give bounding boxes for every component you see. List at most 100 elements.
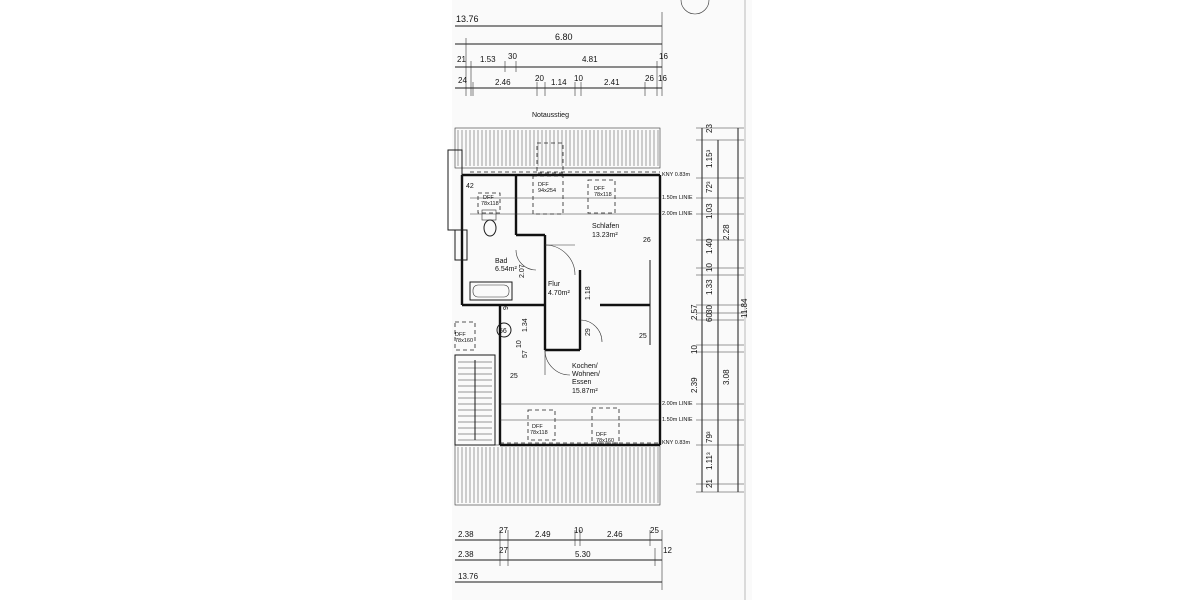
dim-top-r3-4: 10 (574, 74, 583, 83)
svg-text:3.08: 3.08 (722, 369, 731, 385)
svg-text:1.15³: 1.15³ (705, 149, 714, 168)
svg-text:94x254: 94x254 (538, 188, 556, 194)
svg-text:11.84: 11.84 (740, 298, 749, 318)
skylight-94x254 (532, 175, 564, 215)
svg-text:27: 27 (499, 526, 508, 535)
svg-text:1.33: 1.33 (705, 279, 714, 295)
bottom-dimensions (455, 530, 663, 590)
svg-text:13.76: 13.76 (458, 572, 479, 581)
svg-text:2.57: 2.57 (690, 304, 699, 320)
svg-text:10: 10 (690, 345, 699, 354)
room-schlafen-name: Schlafen (592, 223, 619, 230)
room-kochen-line3: Essen (572, 379, 592, 386)
label-notausstieg: Notausstieg (532, 112, 569, 119)
dim-top-total: 13.76 (456, 14, 479, 24)
room-bad-area: 6.54m² (495, 266, 517, 273)
svg-text:2.38: 2.38 (458, 530, 474, 539)
svg-text:1.18: 1.18 (585, 286, 592, 300)
dim-top-r3-3: 1.14 (551, 78, 567, 87)
svg-text:78x118: 78x118 (594, 192, 612, 198)
dim-top-r2-3: 4.81 (582, 55, 598, 64)
svg-text:78x118: 78x118 (481, 201, 499, 207)
svg-text:60: 60 (705, 313, 714, 322)
svg-text:1.03: 1.03 (705, 203, 714, 219)
svg-text:25: 25 (639, 333, 647, 340)
dim-top-r3-0: 24 (458, 76, 467, 85)
svg-text:9: 9 (503, 306, 510, 310)
svg-text:2.28: 2.28 (722, 224, 731, 240)
dim-top-r2-2: 30 (508, 52, 517, 61)
svg-text:26: 26 (643, 237, 651, 244)
room-flur-name: Flur (548, 281, 561, 288)
svg-text:30: 30 (705, 305, 714, 314)
svg-text:78x160: 78x160 (596, 438, 614, 444)
svg-text:25: 25 (650, 526, 659, 535)
svg-text:1.40: 1.40 (705, 238, 714, 254)
svg-text:DFF: DFF (594, 186, 605, 192)
north-arrow-circle (680, 0, 710, 15)
label-150-bottom: 1.50m LINIE (662, 417, 693, 423)
skylights (454, 175, 620, 444)
room-kochen-area: 15.87m² (572, 388, 598, 395)
svg-text:29: 29 (585, 328, 592, 336)
dim-top-r2-0: 21 (457, 55, 466, 64)
marker-56: 56 (499, 328, 507, 335)
svg-text:5.30: 5.30 (575, 550, 591, 559)
svg-text:72³: 72³ (705, 181, 714, 193)
marker-56-circle (496, 322, 512, 338)
room-flur-area: 4.70m² (548, 290, 570, 297)
roof-eave-top (454, 127, 661, 169)
room-labels: Schlafen 13.23m² Flur 4.70m² Bad 6.54m² … (495, 223, 619, 395)
label-200-bottom: 2.00m LINIE (662, 401, 693, 407)
interior-dimensions: 26 25 25 1.18 29 2.07 1.34 57 42 10 9 (466, 183, 651, 380)
dim-top-r2-4: 16 (659, 52, 668, 61)
label-kny-top: KNY 0.83m (662, 172, 690, 178)
dim-top-r3-6: 26 (645, 74, 654, 83)
right-dimension-labels: 23 1.15³ 72³ 1.03 1.40 10 1.33 60 30 2.5… (690, 124, 749, 488)
svg-text:78x118: 78x118 (530, 430, 548, 436)
skylight-78x118-bottom (527, 409, 556, 441)
svg-text:2.46: 2.46 (607, 530, 623, 539)
roof-eave-bottom (454, 444, 661, 506)
svg-text:23: 23 (705, 124, 714, 133)
label-200-top: 2.00m LINIE (662, 211, 693, 217)
svg-text:57: 57 (522, 350, 529, 358)
svg-text:10: 10 (705, 263, 714, 272)
right-dimensions (696, 127, 744, 493)
dim-top-r3-1: 2.46 (495, 78, 511, 87)
room-kochen-line2: Wohnen/ (572, 371, 600, 378)
skylight-78x118-top (587, 179, 616, 214)
svg-text:27: 27 (499, 546, 508, 555)
top-dimensions: 13.76 6.80 21 1.53 30 4.81 16 24 2.46 20… (455, 0, 710, 96)
svg-text:21: 21 (705, 479, 714, 488)
walls (447, 149, 662, 447)
svg-text:12: 12 (663, 546, 672, 555)
dim-top-overall: 6.80 (555, 32, 573, 42)
dim-top-r3-7: 16 (658, 74, 667, 83)
bathtub (469, 281, 513, 301)
height-lines (470, 171, 660, 444)
svg-text:2.49: 2.49 (535, 530, 551, 539)
bathroom-fixtures (469, 192, 513, 301)
svg-text:1.34: 1.34 (522, 318, 529, 332)
height-line-labels: KNY 0.83m 1.50m LINIE 2.00m LINIE 2.00m … (662, 172, 693, 446)
svg-text:1.11³: 1.11³ (705, 452, 714, 470)
room-kochen-line1: Kochen/ (572, 363, 598, 370)
dim-top-r3-2: 20 (535, 74, 544, 83)
staircase (454, 354, 496, 446)
label-150-top: 1.50m LINIE (662, 195, 693, 201)
svg-text:DFF: DFF (538, 182, 549, 188)
svg-text:25: 25 (510, 373, 518, 380)
svg-text:42: 42 (466, 183, 474, 190)
dim-top-r2-1: 1.53 (480, 55, 496, 64)
room-schlafen-area: 13.23m² (592, 232, 618, 239)
skylight-78x160 (591, 407, 620, 444)
wash-basin (481, 209, 497, 221)
svg-text:10: 10 (574, 526, 583, 535)
svg-text:2.39: 2.39 (690, 377, 699, 393)
svg-text:10: 10 (516, 340, 523, 348)
bottom-dimension-labels: 2.38 27 2.49 10 2.46 25 2.38 27 5.30 12 … (458, 526, 672, 581)
label-kny-bottom: KNY 0.83m (662, 440, 690, 446)
doors (515, 244, 603, 376)
svg-text:78x160: 78x160 (455, 338, 473, 344)
